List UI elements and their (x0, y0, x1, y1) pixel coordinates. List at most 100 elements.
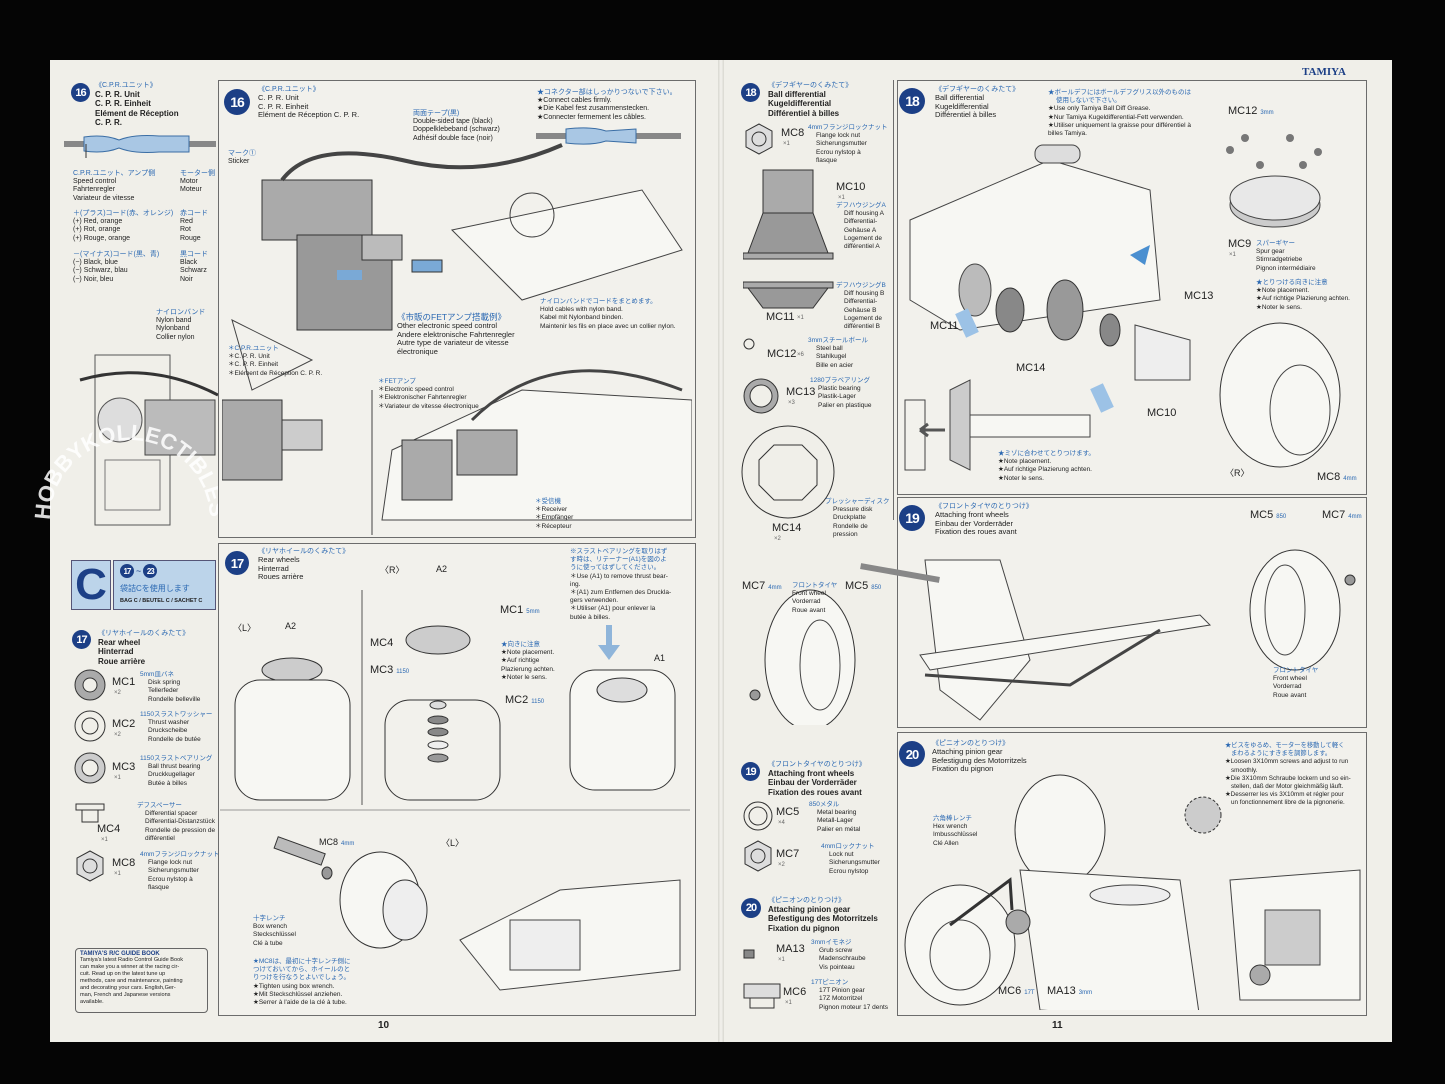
pinion-gear-illustration (904, 774, 1361, 1010)
mc9-callout: MC9 (1228, 238, 1252, 250)
part-quantity: ×6 (797, 352, 804, 358)
minus-cord-left: －(マイナス)コード(黒、青) (−) Black, blue(−) Schwa… (73, 251, 160, 283)
part-code: MC14 (772, 522, 802, 534)
part-quantity: ×1 (114, 775, 121, 781)
mc11-callout: MC11 (930, 320, 959, 332)
mc2-part-icon (74, 710, 106, 742)
right-wheel-tag-18: 〈R〉 (1225, 468, 1250, 478)
cpr-unit-installation-illustration (222, 143, 692, 535)
mc11-part-icon (743, 281, 834, 309)
connector-illustration (64, 135, 216, 158)
diff-grease-note: ★ボールデフにはボールデフグリス以外のものは使用しないで下さい。 ★Use on… (1048, 89, 1192, 138)
step-badge-17-sidebar: 17 (72, 630, 91, 649)
bag-en: BAG C / BEUTEL C / SACHET C (120, 598, 203, 604)
fet-amp-callout: ＊FETアンプ ＊Electronic speed control＊Elektr… (378, 378, 479, 410)
part-code: MC8 (112, 857, 136, 869)
left-wheel-tag: 〈L〉 (233, 623, 257, 633)
page-number-left: 10 (378, 1020, 390, 1031)
step-badge-20-main: 20 (899, 741, 925, 767)
ma13-part-icon (743, 949, 755, 959)
part-quantity: ×3 (788, 400, 795, 406)
part-quantity: ×1 (114, 871, 121, 877)
step-badge-17-main: 17 (225, 551, 249, 575)
connect-cables-note: ★コネクター部はしっかりつないで下さい。 ★Connect cables fir… (537, 89, 677, 121)
mc14-callout: MC14 (1016, 362, 1046, 374)
rear-wheel-assembly-illustration (220, 590, 690, 991)
mc4-part-icon (75, 803, 105, 823)
double-sided-tape-label: 両面テープ(黒) Double-sided tape (black)Doppel… (413, 110, 500, 142)
nylon-band-note: ナイロンバンドでコードをまとめます。 Hold cables with nylo… (540, 298, 676, 330)
step-badge-20-sidebar: 20 (741, 898, 761, 918)
part-quantity: ×1 (101, 837, 108, 843)
guide-book-text: Tamiya's latest Radio Control Guide Book… (80, 957, 184, 1005)
a1-label: A1 (654, 653, 666, 663)
step-badge-19-main: 19 (899, 505, 925, 531)
other-esc-label: 《市販のFETアンプ搭載例》 Other electronic speed co… (397, 312, 515, 356)
part-quantity: ×1 (838, 195, 845, 201)
part-quantity: ×2 (114, 732, 121, 738)
mc3-part-icon (74, 752, 106, 784)
part-code: MC7 (776, 848, 800, 860)
part-code: MC1 (112, 676, 136, 688)
a2-label-right: A2 (436, 564, 448, 574)
mc7-part-icon (744, 840, 772, 872)
bag-range-sep: ~ (136, 566, 142, 576)
svg-text:HOBBYKOLLECTIBLES: HOBBYKOLLECTIBLES (30, 420, 230, 521)
part-code: MC6 (783, 986, 807, 998)
step-badge-19-sidebar: 19 (741, 762, 760, 781)
mc13-callout: MC13 (1184, 290, 1214, 302)
watermark-seal: HOBBYKOLLECTIBLES (30, 420, 230, 521)
step-badge-18-sidebar: 18 (741, 83, 760, 102)
mc4-callout: MC4 (370, 637, 394, 649)
loosen-screws-note: ★ビスをゆるめ、モーターを移動して軽くまわるようにすきまを調節します。 ★Loo… (1225, 742, 1351, 807)
part-quantity: ×1 (797, 315, 804, 321)
part-code: MC12 (767, 348, 797, 360)
part-code: MC11 (766, 311, 795, 323)
page-number-right: 11 (1052, 1020, 1063, 1031)
mc5-part-icon (743, 801, 773, 831)
thrust-bearing-note: ※スラストベアリングを取りはずす時は、リテーナー(A1)を図のように使ってはずし… (570, 548, 672, 621)
part-code: MC3 (112, 761, 136, 773)
tighten-note: ★MC8は、最初に十字レンチ側につけておいてから、ホイールのとりつけを行なうとよ… (253, 958, 351, 1007)
mc14-part-icon (741, 425, 835, 519)
right-wheel-tag: 〈R〉 (380, 565, 405, 575)
bag-jp: 袋詰Cを使用します (120, 584, 190, 593)
divider (893, 80, 894, 520)
connector-detail-illustration (536, 127, 681, 145)
mc1-part-icon (74, 669, 106, 701)
